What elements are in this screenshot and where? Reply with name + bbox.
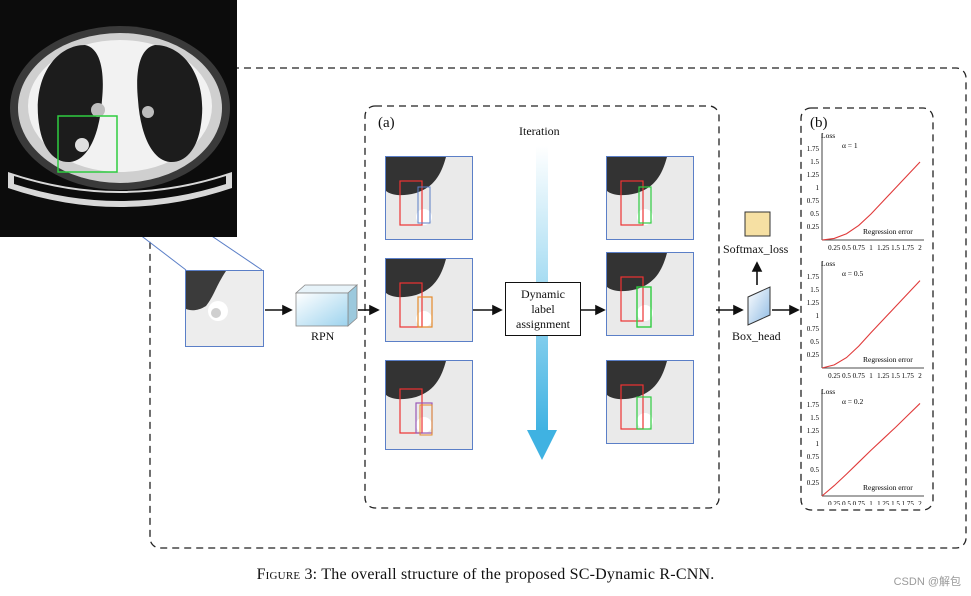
x-tick-0: 1.75 [902, 244, 915, 252]
panel-a-left-thumb-1 [385, 156, 473, 240]
x-tick-0: 0.25 [828, 244, 841, 252]
box-head-label: Box_head [732, 329, 781, 343]
ct-scan-drawing [0, 0, 237, 237]
y-tick-0: 1 [816, 184, 820, 192]
iteration-arrow-head [527, 430, 557, 460]
x-tick-1: 2 [918, 372, 922, 380]
x-tick-0: 0.75 [853, 244, 866, 252]
panel-b-frame [800, 107, 934, 511]
rpn-label: RPN [311, 329, 335, 343]
x-tick-1: 0.75 [853, 372, 866, 380]
ct-scan-image [0, 0, 237, 237]
rpn-box [294, 284, 359, 327]
y-tick-2: 1.75 [807, 401, 820, 409]
x-tick-2: 1.75 [902, 500, 915, 505]
dynamic-line-3: assignment [516, 316, 570, 331]
arrow-head-input-rpn [282, 304, 293, 316]
y-axis-label-0: Loss [821, 131, 835, 140]
x-tick-0: 0.5 [842, 244, 851, 252]
arrow-head-rpn-panel [369, 304, 380, 316]
x-tick-1: 0.5 [842, 372, 851, 380]
arrow-head-left-dyn [492, 304, 503, 316]
y-tick-0: 1.75 [807, 145, 820, 153]
y-tick-2: 1 [816, 440, 820, 448]
y-axis-label-2: Loss [821, 387, 835, 396]
ct-roi-box [57, 115, 118, 173]
y-tick-1: 1.75 [807, 273, 820, 281]
arrow-head-dyn-right [595, 304, 606, 316]
x-tick-2: 0.25 [828, 500, 841, 505]
x-tick-0: 1.25 [877, 244, 890, 252]
outer-dashed-frame [149, 67, 967, 549]
y-tick-2: 0.25 [807, 479, 820, 487]
x-axis-label-2: Regression error [863, 483, 913, 492]
alpha-label-0: α = 1 [842, 141, 858, 150]
x-tick-2: 1.25 [877, 500, 890, 505]
panel-a-right-thumb-1 [606, 156, 694, 240]
y-tick-1: 1 [816, 312, 820, 320]
x-tick-2: 0.75 [853, 500, 866, 505]
y-tick-1: 1.5 [810, 286, 819, 294]
x-tick-2: 0.5 [842, 500, 851, 505]
softmax-box [744, 211, 771, 237]
y-axis-label-1: Loss [821, 259, 835, 268]
x-axis-label-1: Regression error [863, 355, 913, 364]
dynamic-line-2: label [531, 301, 555, 316]
caption-prefix: Figure 3: [256, 566, 318, 583]
y-tick-2: 1.5 [810, 414, 819, 422]
caption-text: The overall structure of the proposed SC… [321, 566, 715, 583]
arrow-head-panel-boxhead [733, 304, 744, 316]
loss-curve-1 [821, 280, 921, 369]
softmax-loss-label: Softmax_loss [723, 242, 789, 256]
loss-curve-2 [821, 403, 921, 497]
panel-a-label: (a) [378, 115, 395, 131]
dynamic-label-assignment-box: Dynamic label assignment [505, 282, 581, 336]
x-tick-2: 2 [918, 500, 922, 505]
alpha-label-2: α = 0.2 [842, 397, 864, 406]
alpha-label-1: α = 0.5 [842, 269, 864, 278]
y-tick-0: 1.5 [810, 158, 819, 166]
y-tick-1: 0.25 [807, 351, 820, 359]
panel-b-label: (b) [810, 115, 828, 131]
x-tick-0: 1.5 [891, 244, 900, 252]
box-head-shape [747, 286, 771, 326]
y-tick-1: 1.25 [807, 299, 820, 307]
panel-a-left-thumb-2 [385, 258, 473, 342]
x-tick-1: 0.25 [828, 372, 841, 380]
x-tick-1: 1.5 [891, 372, 900, 380]
watermark: CSDN @解包 [893, 576, 961, 588]
iteration-label: Iteration [519, 124, 560, 138]
y-tick-2: 1.25 [807, 427, 820, 435]
panel-a-left-thumb-3 [385, 360, 473, 450]
x-tick-0: 1 [869, 244, 873, 252]
x-tick-0: 2 [918, 244, 922, 252]
figure-caption: Figure 3: The overall structure of the p… [0, 566, 971, 584]
y-tick-0: 0.25 [807, 223, 820, 231]
panel-a-right-thumb-3 [606, 360, 694, 444]
y-tick-0: 1.25 [807, 171, 820, 179]
loss-curve-0 [821, 161, 921, 241]
y-tick-1: 0.75 [807, 325, 820, 333]
input-roi-thumbnail [185, 270, 264, 347]
x-tick-1: 1.25 [877, 372, 890, 380]
dynamic-line-1: Dynamic [521, 286, 565, 301]
x-tick-2: 1.5 [891, 500, 900, 505]
arrow-head-boxhead-softmax [751, 261, 763, 272]
x-axis-label-0: Regression error [863, 227, 913, 236]
y-tick-1: 0.5 [810, 338, 819, 346]
y-tick-0: 0.75 [807, 197, 820, 205]
x-tick-2: 1 [869, 500, 873, 505]
y-tick-2: 0.75 [807, 453, 820, 461]
panel-a-right-thumb-2 [606, 252, 694, 336]
x-tick-1: 1.75 [902, 372, 915, 380]
arrow-head-boxhead-loss [789, 304, 800, 316]
y-tick-0: 0.5 [810, 210, 819, 218]
y-tick-2: 0.5 [810, 466, 819, 474]
x-tick-1: 1 [869, 372, 873, 380]
